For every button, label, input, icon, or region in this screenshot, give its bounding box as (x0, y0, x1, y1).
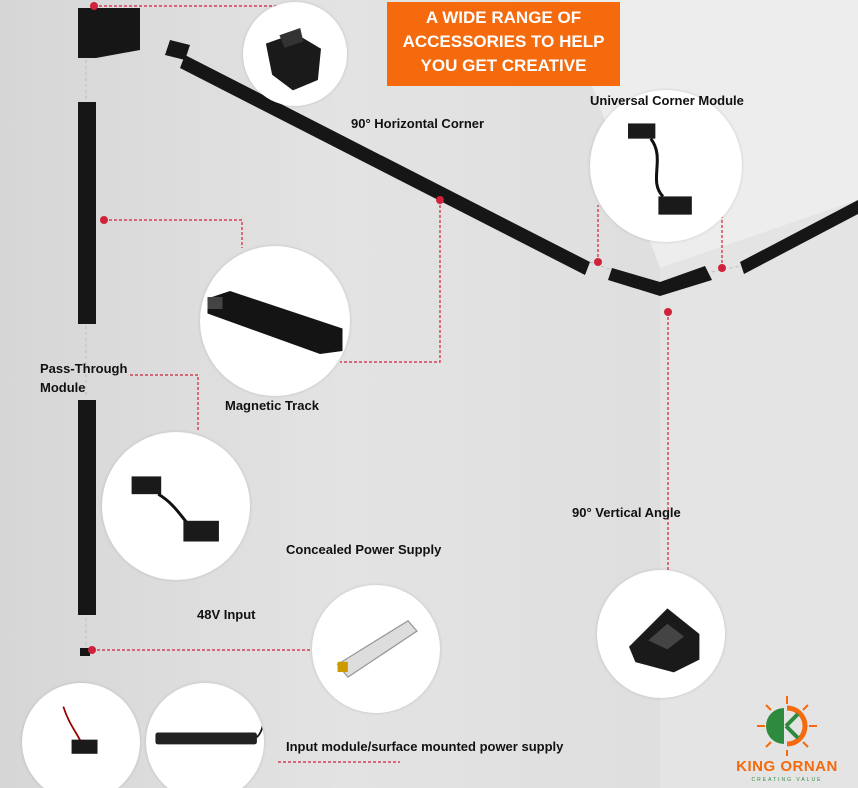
driver-48v-image (312, 585, 440, 713)
label-48v-input: 48V Input (197, 607, 256, 622)
logo-sun-icon (757, 696, 817, 756)
label-magnetic-track: Magnetic Track (225, 398, 319, 413)
label-vertical-angle: 90° Vertical Angle (572, 505, 681, 520)
label-universal-corner: Universal Corner Module (590, 93, 744, 108)
surface-power-supply-image (146, 683, 264, 788)
label-input-module: Input module/surface mounted power suppl… (286, 739, 564, 754)
king-ornan-logo: KING ORNAN CREATING VALUE (722, 694, 852, 788)
headline-banner: A WIDE RANGE OF ACCESSORIES TO HELP YOU … (387, 2, 620, 86)
logo-name: KING ORNAN (736, 758, 838, 775)
vertical-angle-image (597, 570, 725, 698)
connector-gaps (85, 60, 741, 646)
marker-dots (88, 2, 726, 654)
magnetic-track-image (200, 246, 350, 396)
leader-lines (92, 5, 723, 763)
logo-tagline: CREATING VALUE (751, 777, 823, 783)
universal-corner-image (590, 90, 742, 242)
input-module-image (22, 683, 140, 788)
label-horizontal-corner: 90° Horizontal Corner (351, 116, 485, 131)
horizontal-corner-image (243, 2, 347, 106)
concealed-power-supply-image (102, 432, 250, 580)
tracks (78, 8, 858, 656)
label-pass-through: Pass-Through Module (40, 361, 128, 395)
label-concealed-power: Concealed Power Supply (286, 542, 442, 557)
